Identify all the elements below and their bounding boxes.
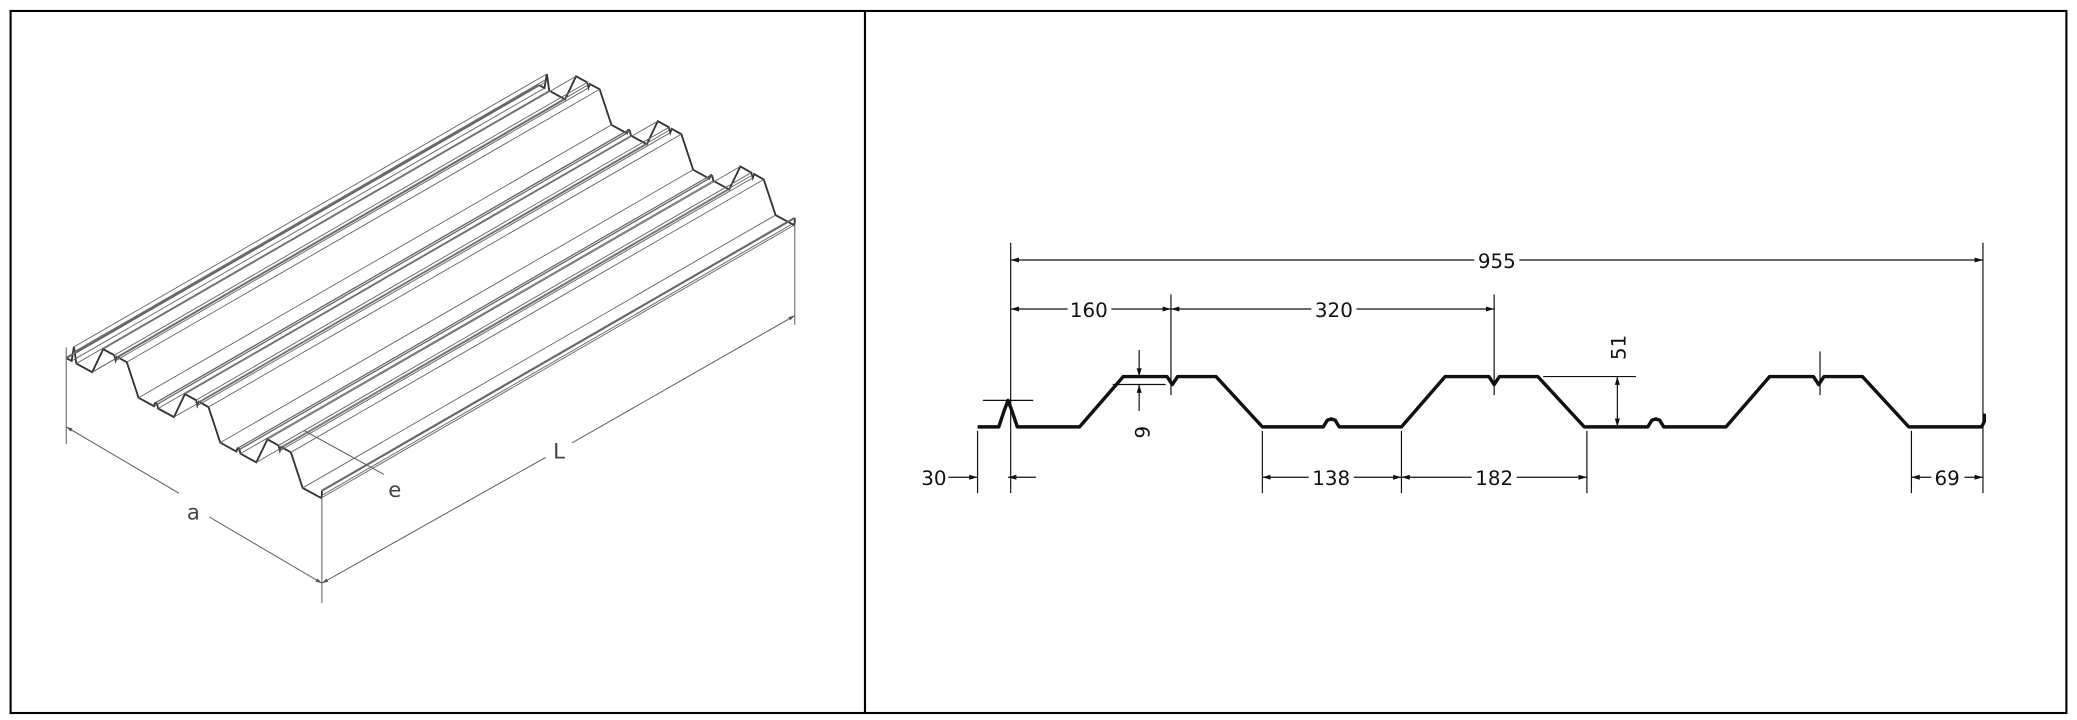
iso-longitudinal-line xyxy=(138,124,612,399)
iso-longitudinal-line xyxy=(321,222,796,496)
iso-longitudinal-line xyxy=(290,179,765,453)
iso-longitudinal-line xyxy=(198,128,672,403)
dim-total-width: 955 xyxy=(1478,250,1516,273)
iso-longitudinal-line xyxy=(302,214,776,489)
iso-longitudinal-line xyxy=(321,216,796,492)
dim-line-a xyxy=(65,426,180,494)
iso-longitudinal-line xyxy=(157,135,632,409)
dim-lip-width: 30 xyxy=(921,467,946,490)
isometric-view: a L e xyxy=(65,73,796,604)
iso-longitudinal-line xyxy=(114,81,588,356)
iso-longitudinal-line xyxy=(280,173,755,448)
iso-longitudinal-line xyxy=(102,75,577,350)
label-e: e xyxy=(388,477,401,502)
leader-e xyxy=(304,430,385,476)
iso-longitudinal-line xyxy=(240,180,714,455)
iso-longitudinal-line xyxy=(320,224,795,499)
iso-longitudinal-line xyxy=(220,169,694,444)
dim-first-rib-offset: 160 xyxy=(1070,299,1108,322)
iso-longitudinal-line xyxy=(195,126,670,401)
iso-longitudinal-line xyxy=(267,166,741,440)
iso-longitudinal-line xyxy=(74,80,549,355)
dimension-lines xyxy=(948,257,1983,480)
dim-stiffener-depth: 6 xyxy=(1130,426,1153,439)
iso-longitudinal-line xyxy=(278,172,752,446)
iso-longitudinal-line xyxy=(239,176,713,450)
label-a: a xyxy=(187,500,200,525)
dim-rib-pitch: 320 xyxy=(1315,299,1353,322)
iso-longitudinal-line xyxy=(256,189,730,463)
iso-longitudinal-line xyxy=(72,79,547,353)
iso-dimensions xyxy=(65,222,796,604)
label-L: L xyxy=(553,439,565,464)
iso-longitudinal-line xyxy=(91,98,566,373)
iso-longitudinal-line xyxy=(156,130,631,405)
dim-rib-top-width: 138 xyxy=(1312,467,1350,490)
dim-line-L xyxy=(321,456,547,584)
dim-end-overlap: 69 xyxy=(1935,467,1960,490)
iso-longitudinal-line xyxy=(65,84,540,359)
iso-longitudinal-line xyxy=(208,133,682,408)
iso-longitudinal-line xyxy=(116,83,591,358)
iso-longitudinal-line xyxy=(173,143,648,418)
dim-rib-height: 51 xyxy=(1607,335,1630,360)
iso-front-edge xyxy=(65,346,323,500)
iso-longitudinal-line xyxy=(279,177,754,452)
profile-view: 955 160 320 51 6 30 138 182 69 xyxy=(921,242,1986,494)
dim-trough-width: 182 xyxy=(1475,467,1513,490)
iso-sheet-lines xyxy=(65,73,796,500)
iso-longitudinal-line xyxy=(126,88,600,363)
iso-longitudinal-line xyxy=(73,73,548,348)
dim-line-a xyxy=(209,516,323,584)
iso-longitudinal-line xyxy=(76,90,550,364)
iso-longitudinal-line xyxy=(197,132,671,406)
iso-longitudinal-line xyxy=(238,174,712,449)
iso-longitudinal-line xyxy=(71,87,545,362)
iso-longitudinal-line xyxy=(115,87,589,362)
outer-border xyxy=(9,9,2068,715)
sheet-profile xyxy=(977,374,1986,429)
dim-line-L xyxy=(571,315,796,444)
iso-longitudinal-line xyxy=(184,120,659,395)
iso-longitudinal-line xyxy=(155,129,630,404)
extension-lines xyxy=(976,242,1984,494)
